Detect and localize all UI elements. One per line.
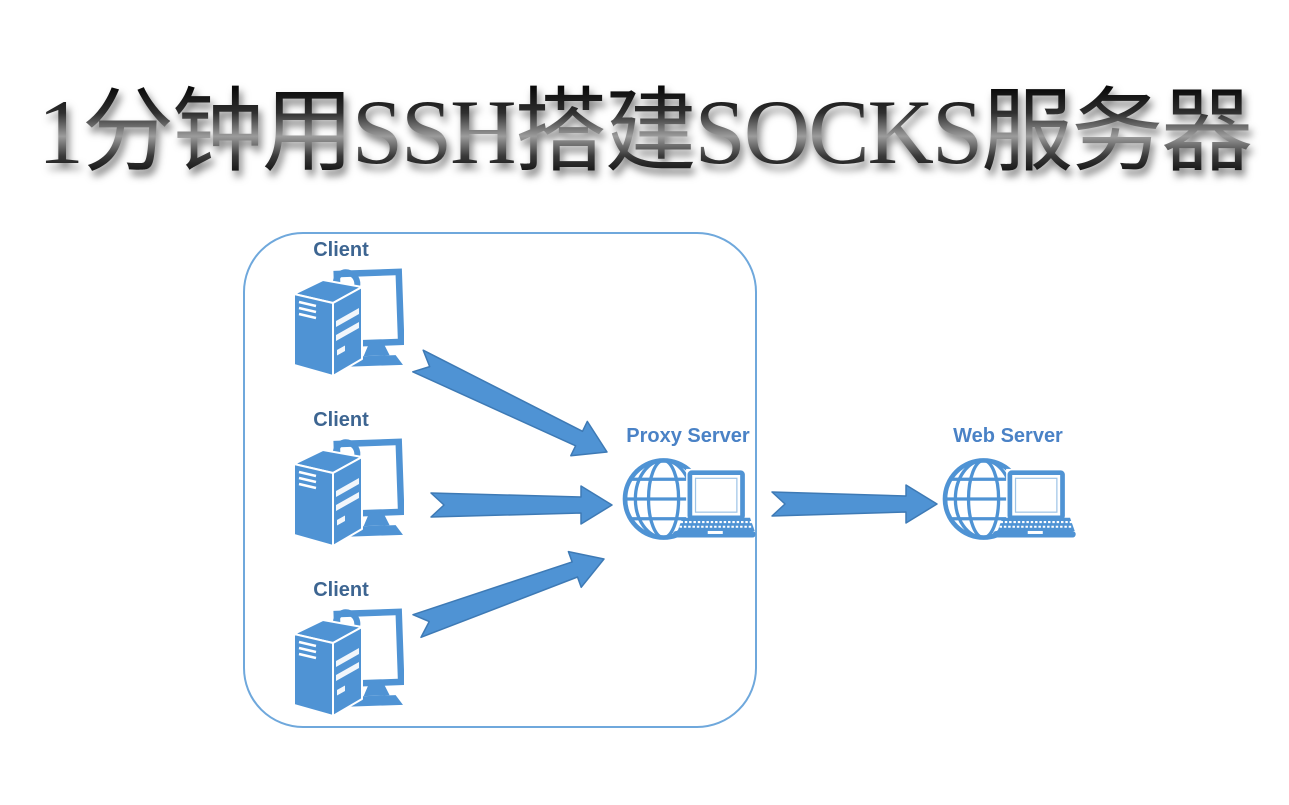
- client-label: Client: [313, 409, 369, 431]
- globe-laptop-icon: [940, 452, 1076, 546]
- page-title: 1分钟用SSH搭建SOCKS服务器: [0, 84, 1289, 181]
- client-label: Client: [313, 579, 369, 601]
- desktop-computer-icon: [278, 434, 404, 550]
- arrow-proxy-server-to-web-server: [771, 484, 938, 524]
- globe-laptop-icon: [620, 452, 756, 546]
- proxy-server-label: Proxy Server: [626, 425, 750, 447]
- web-server-label: Web Server: [953, 425, 1063, 447]
- desktop-computer-icon: [278, 264, 404, 380]
- proxy-server-node: Proxy Server: [620, 424, 756, 551]
- client-node-2: Client: [278, 408, 404, 555]
- client-node-1: Client: [278, 238, 404, 385]
- client-label: Client: [313, 239, 369, 261]
- desktop-computer-icon: [278, 604, 404, 720]
- web-server-node: Web Server: [940, 424, 1076, 551]
- client-node-3: Client: [278, 578, 404, 725]
